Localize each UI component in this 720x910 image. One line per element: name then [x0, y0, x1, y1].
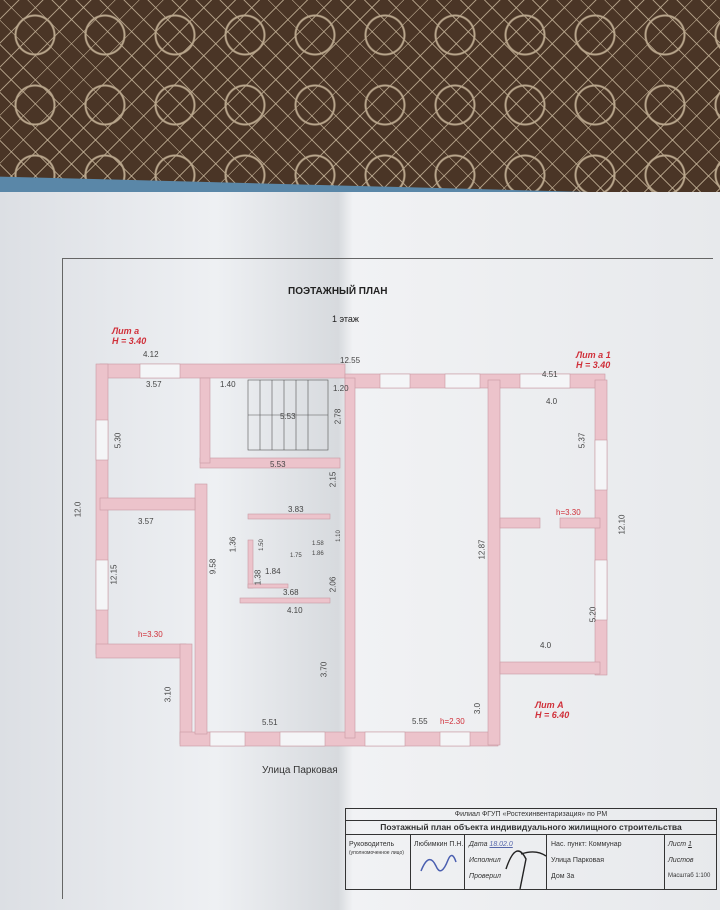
settlement: Нас. пункт: Коммунар: [551, 841, 622, 848]
dim: 2.15: [328, 471, 338, 488]
dim: 2.06: [328, 576, 338, 593]
dim: 3.68: [283, 588, 299, 597]
dim: 1.20: [333, 384, 349, 393]
head-label: Руководитель: [349, 841, 395, 848]
sheets-label: Листов: [668, 857, 694, 864]
house: Дом 3а: [551, 873, 575, 880]
dim: 1.58: [312, 541, 324, 547]
dim: 3.70: [319, 661, 329, 678]
dim: 4.0: [540, 641, 552, 650]
dim: 4.0: [546, 397, 558, 406]
dim: 5.55: [412, 717, 428, 726]
street-label: Улица Парковая: [262, 765, 338, 776]
dim: 3.57: [138, 517, 154, 526]
signatures: [420, 850, 547, 889]
dim: 12.55: [340, 356, 361, 365]
dim: 1.84: [265, 567, 281, 576]
dim: 4.12: [143, 350, 159, 359]
plan-title: ПОЭТАЖНЫЙ ПЛАН: [288, 286, 388, 297]
dim: 1.50: [258, 539, 265, 551]
dim: 1.10: [335, 530, 342, 542]
dim: 9.58: [208, 558, 218, 575]
dim: 3.83: [288, 505, 304, 514]
dim: 12.15: [109, 564, 119, 585]
dim: 5.30: [113, 432, 123, 449]
dim: 4.10: [287, 606, 303, 615]
room-height: h=3.30: [556, 508, 581, 517]
dim: 12.10: [617, 514, 627, 535]
org-name: Филиал ФГУП «Ростехинвентаризация» по РМ: [346, 809, 716, 821]
executed-label: Исполнил: [469, 857, 501, 864]
dim: 3.0: [473, 702, 483, 715]
dim: 5.37: [577, 432, 587, 449]
head-sub: (уполномоченное лицо): [349, 850, 404, 856]
dim: 1.40: [220, 380, 236, 389]
dim: 3.10: [163, 686, 173, 703]
title-block: Филиал ФГУП «Ростехинвентаризация» по РМ…: [345, 808, 717, 890]
dim: 4.51: [542, 370, 558, 379]
dim: 5.51: [262, 718, 278, 727]
scale: Масштаб 1:100: [668, 873, 711, 879]
dim: 5.53: [270, 460, 286, 469]
head-name: Любимкин П.Н.: [414, 841, 464, 848]
room-height: h=3.30: [138, 630, 163, 639]
stairs: [247, 379, 329, 451]
dim: 1.38: [253, 569, 263, 586]
dim: 2.78: [333, 408, 343, 425]
date-field: Дата 18.02.0: [469, 841, 513, 848]
dim: 1.86: [312, 551, 324, 557]
room-height: h=2.30: [440, 717, 465, 726]
dim: 5.53: [280, 412, 296, 421]
sheet-field: Лист 1: [668, 841, 692, 848]
document-name: Поэтажный план объекта индивидуального ж…: [346, 821, 716, 835]
dim: 1.75: [290, 553, 302, 559]
dim: 1.36: [228, 536, 238, 553]
dim: 12.87: [477, 539, 487, 560]
drawing-frame: [62, 258, 713, 899]
floor-label: 1 этаж: [332, 314, 359, 324]
checked-label: Проверил: [469, 873, 501, 880]
dim: 3.57: [146, 380, 162, 389]
dim: 5.20: [588, 606, 598, 623]
dim: 12.0: [73, 501, 83, 518]
street: Улица Парковая: [551, 857, 604, 864]
